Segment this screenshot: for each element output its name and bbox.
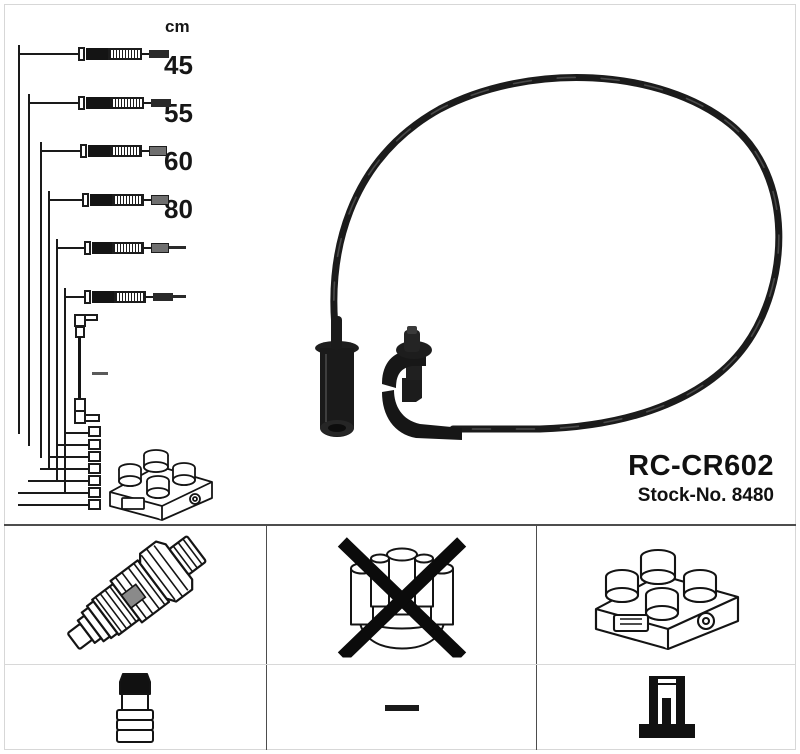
lead-wire [48,199,84,201]
lead-black-segment [86,97,110,109]
lead-boot [84,290,91,304]
lead-wire [40,150,82,152]
grid-divider-row [4,664,796,665]
lead-link [142,53,150,55]
product-title: RC-CR602 [628,449,774,482]
lead-ribbed-segment [108,48,142,60]
scale-length-5-dash [166,246,186,249]
bus-elbow-1 [64,432,90,434]
bus-wire-2 [28,94,30,446]
ignition-coil-icon [594,548,739,651]
harness-lead-5 [56,238,216,258]
grid-cell-spark-plug [4,526,266,664]
lead-boot [78,47,85,61]
harness-terminal [88,499,101,510]
stock-number: Stock-No. 8480 [637,485,774,507]
dash-icon [384,704,419,711]
lead-black-segment [88,145,110,157]
lead-wire [18,53,80,55]
main-ignition-lead [290,54,800,444]
lead-boot-bottom-arm [84,414,100,422]
main-diagram-panel: cm 45 55 60 80 [4,4,796,526]
cross-out-x [337,537,466,658]
lead-ribbed-segment [114,291,146,303]
length-scale-column: cm 45 55 60 80 [164,12,224,322]
grid-cell-distributor-cap [267,526,536,664]
harness-lead-6 [64,287,224,307]
bus-elbow-4 [40,468,90,470]
ignition-coil-pack-icon [109,449,213,521]
bus-elbow-2 [56,444,90,446]
grid-divider-1 [266,526,267,750]
bus-wire-1 [18,45,20,434]
lead-link [144,247,152,249]
bus-elbow-7 [18,504,90,506]
harness-terminal [88,451,101,462]
lead-wire [64,296,86,298]
lead-ribbed-segment [112,194,144,206]
straight-spark-plug-boot-icon [315,316,359,437]
bus-wire-6 [64,288,66,494]
bus-wire-5 [56,239,58,482]
lead-ribbed-segment [110,145,142,157]
lead-black-segment [86,48,108,60]
scale-length-6-dash [166,295,186,298]
lead-link [144,199,152,201]
harness-lead-2 [28,93,188,113]
lead-black-segment [92,242,112,254]
harness-terminal [88,426,101,437]
scale-length-3: 60 [164,146,193,176]
application-icon-grid [4,526,796,750]
lead-terminal-tip [153,293,173,301]
harness-terminal [88,487,101,498]
lead-link [144,102,152,104]
scale-unit-label: cm [165,17,190,36]
grid-cell-coil-terminal [537,665,796,750]
lead-terminal-tip [151,195,169,205]
lead-terminal-tip [149,50,169,58]
lead-wire [28,102,80,104]
bus-wire-3 [40,142,42,458]
bus-wire-4 [48,191,50,470]
title-block: RC-CR602 Stock-No. 8480 [628,449,774,507]
coil-terminal-icon [638,675,695,738]
lead-black-segment [90,194,112,206]
harness-lead-3 [40,141,200,161]
lead-terminal-tip [149,146,167,156]
harness-lead-7 [66,314,126,429]
spark-plug-icon [67,535,207,650]
harness-terminal [88,475,101,486]
harness-lead-7-dash [92,372,108,375]
harness-terminal [88,463,101,474]
harness-terminal [88,439,101,450]
lead-link [142,150,150,152]
ignition-lead-loop-icon [315,73,783,440]
lead-boot [80,144,87,158]
bus-elbow-3 [48,456,90,458]
harness-lead-4 [48,190,208,210]
spark-plug-boot-icon [116,672,154,743]
right-angle-spark-plug-boot-icon [382,326,462,440]
lead-link [146,296,154,298]
grid-cell-ignition-coil [537,526,796,664]
lead-boot [78,96,85,110]
lead-wire [78,337,81,400]
distributor-cap-icon [337,537,466,658]
grid-divider-2 [536,526,537,750]
lead-terminal-tip [151,99,171,107]
lead-boot [84,241,91,255]
harness-coil-pack [100,436,220,522]
harness-lead-1 [18,44,178,64]
lead-ribbed-segment [112,242,144,254]
lead-boot [82,193,89,207]
grid-cell-not-applicable [267,665,536,750]
lead-ribbed-segment [110,97,144,109]
bus-elbow-5 [28,480,90,482]
lead-wire [56,247,86,249]
grid-cell-plug-boot [4,665,266,750]
lead-terminal-tip [151,243,169,253]
lead-black-segment [92,291,114,303]
lead-boot-top-arm [84,314,98,321]
bus-elbow-6 [18,492,90,494]
